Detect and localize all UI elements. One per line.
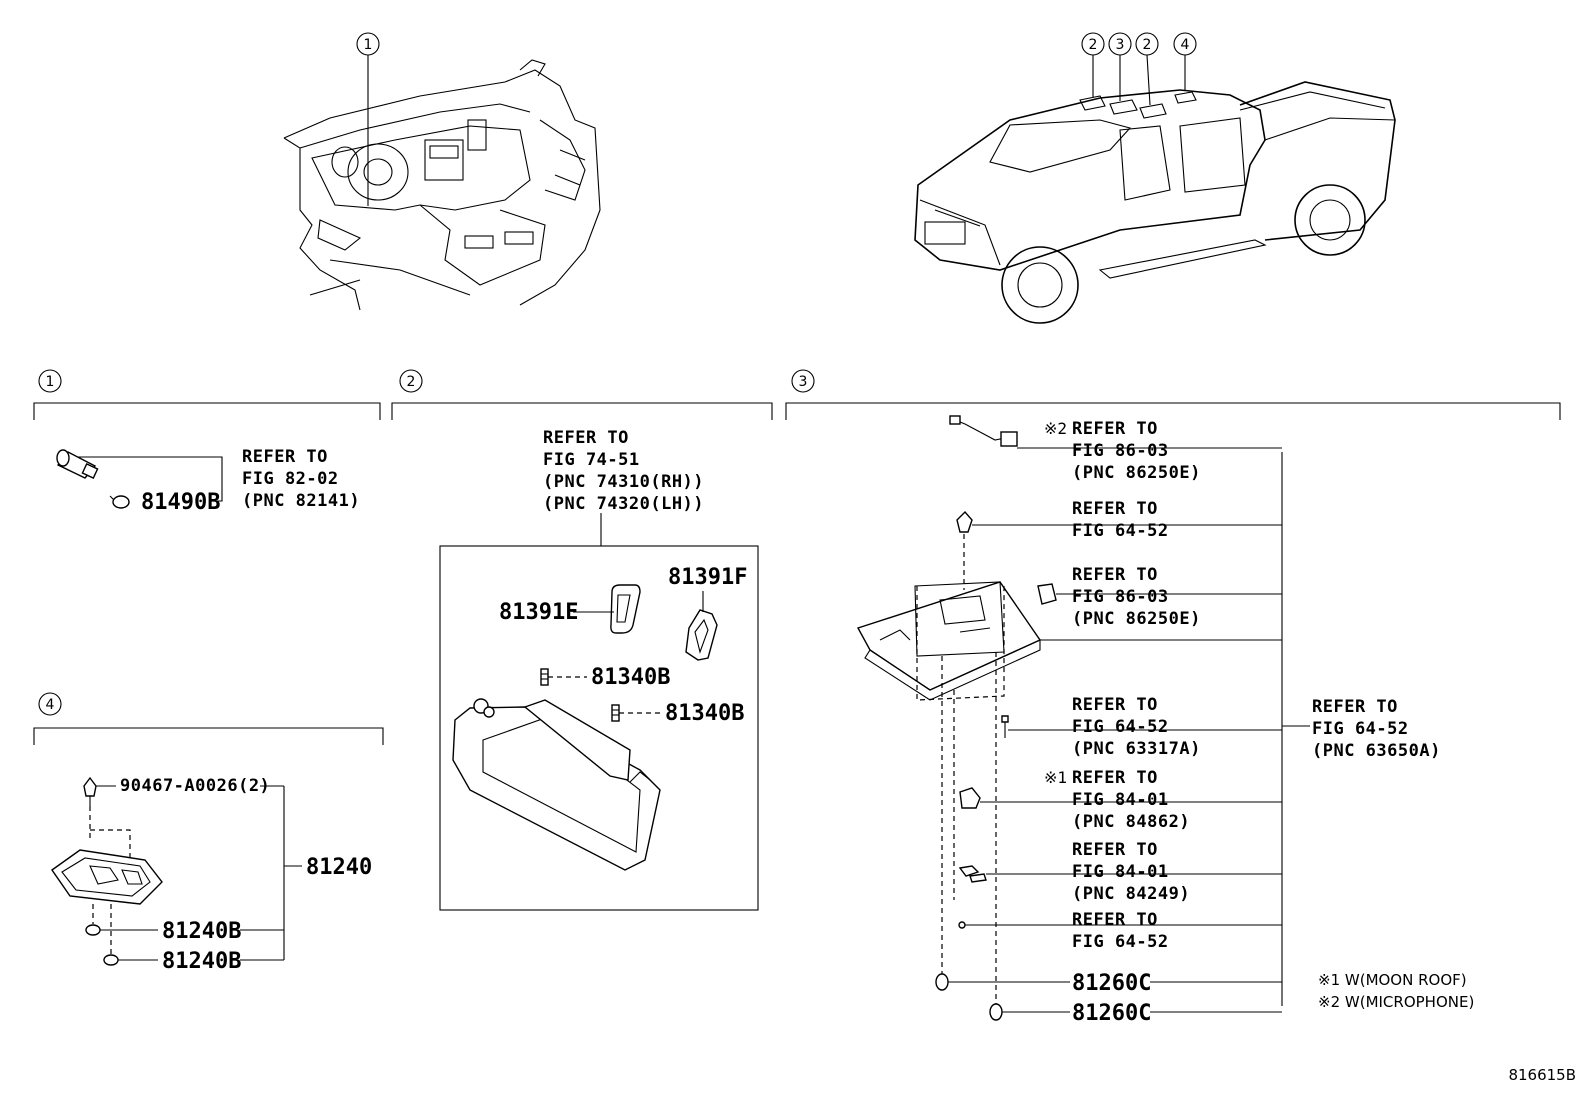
- section-2: REFER TO FIG 74-51 (PNC 74310(RH)) (PNC …: [439, 428, 759, 911]
- interior-illustration: 1: [283, 32, 601, 311]
- visor-clip-f-icon: [685, 609, 718, 661]
- refer-2-line-4: (PNC 74320(LH)): [543, 494, 704, 514]
- section-3: REFER TO FIG 64-52 (PNC 63650A) ※2 REFER…: [856, 415, 1474, 1026]
- interior-lamp-icon: [51, 849, 163, 905]
- section-badge-2: 2: [407, 374, 416, 390]
- part-81240: 81240: [306, 855, 372, 880]
- part-81260C-b: 81260C: [1072, 1001, 1151, 1026]
- bulb-icon: [935, 973, 949, 991]
- refer-3a-line-3: (PNC 86250E): [1072, 463, 1201, 483]
- bulb-icon: [85, 924, 101, 936]
- refer-3d-line-3: (PNC 63317A): [1072, 739, 1201, 759]
- note-moon-roof: ※1 W(MOON ROOF): [1318, 971, 1467, 989]
- sun-visor-box: [439, 545, 759, 911]
- refer-3d-line-2: FIG 64-52: [1072, 717, 1169, 737]
- screw-icon: [540, 668, 549, 686]
- refer-3e-line-2: FIG 84-01: [1072, 790, 1169, 810]
- refer-3g-line-2: FIG 64-52: [1072, 932, 1169, 952]
- part-81240B-b: 81240B: [162, 949, 241, 974]
- refer-1-line-1: REFER TO: [242, 447, 328, 467]
- pin-icon: [958, 921, 966, 929]
- refer-3a-mark: ※2: [1044, 419, 1067, 438]
- clip-icon: [83, 776, 97, 797]
- assembly-refer-line-1: REFER TO: [1312, 697, 1398, 717]
- section-headers: 1 2 3 4: [33, 369, 1561, 745]
- part-81240B-a: 81240B: [162, 919, 241, 944]
- callout-truck-2a: 2: [1089, 37, 1098, 53]
- part-81340B-a: 81340B: [591, 665, 670, 690]
- refer-3c-line-3: (PNC 86250E): [1072, 609, 1201, 629]
- refer-2-line-1: REFER TO: [543, 428, 629, 448]
- refer-3c-line-1: REFER TO: [1072, 565, 1158, 585]
- part-81391F: 81391F: [668, 565, 747, 590]
- callout-interior-1: 1: [364, 37, 373, 53]
- refer-3f-line-3: (PNC 84249): [1072, 884, 1190, 904]
- diagram-code: 816615B: [1508, 1066, 1576, 1084]
- part-81490B: 81490B: [141, 490, 220, 515]
- refer-3e-mark: ※1: [1044, 768, 1067, 787]
- assembly-refer-line-2: FIG 64-52: [1312, 719, 1409, 739]
- refer-1-line-3: (PNC 82141): [242, 491, 360, 511]
- callout-truck-3: 3: [1116, 37, 1125, 53]
- callout-truck-4: 4: [1181, 37, 1190, 53]
- refer-3f-line-2: FIG 84-01: [1072, 862, 1169, 882]
- wire-clip-icon: [969, 873, 987, 883]
- callout-truck-2b: 2: [1143, 37, 1152, 53]
- screw-icon: [1001, 715, 1009, 723]
- truck-illustration: 2 3 2 4: [914, 32, 1396, 324]
- bulb-icon: [103, 954, 119, 966]
- connector-icon: [1037, 583, 1057, 605]
- clip-icon: [956, 510, 973, 533]
- bulb-part-icon: [112, 495, 130, 509]
- refer-3e-line-1: REFER TO: [1072, 768, 1158, 788]
- refer-3f-line-1: REFER TO: [1072, 840, 1158, 860]
- section-badge-4: 4: [46, 697, 55, 713]
- refer-3b-line-2: FIG 64-52: [1072, 521, 1169, 541]
- refer-3a-line-2: FIG 86-03: [1072, 441, 1169, 461]
- note-microphone: ※2 W(MICROPHONE): [1318, 993, 1474, 1011]
- section-1: 81490B REFER TO FIG 82-02 (PNC 82141): [56, 447, 360, 515]
- part-81340B-b: 81340B: [665, 701, 744, 726]
- refer-2-line-2: FIG 74-51: [543, 450, 640, 470]
- refer-1-line-2: FIG 82-02: [242, 469, 339, 489]
- refer-3g-line-1: REFER TO: [1072, 910, 1158, 930]
- microphone-icon: [1000, 431, 1018, 447]
- part-81391E: 81391E: [499, 600, 578, 625]
- section-badge-3: 3: [799, 374, 808, 390]
- part-90467-A0026: 90467-A0026(2): [120, 776, 270, 796]
- section-badge-1: 1: [46, 374, 55, 390]
- bulb-icon: [989, 1003, 1003, 1021]
- section-4: 90467-A0026(2) 81240 81240B 81240B: [51, 776, 372, 974]
- visor-clip-e-icon: [610, 584, 641, 634]
- overhead-console-icon: [856, 581, 1042, 691]
- refer-3c-line-2: FIG 86-03: [1072, 587, 1169, 607]
- refer-3b-line-1: REFER TO: [1072, 499, 1158, 519]
- refer-3d-line-1: REFER TO: [1072, 695, 1158, 715]
- refer-3a-line-1: REFER TO: [1072, 419, 1158, 439]
- screw-icon: [611, 704, 620, 722]
- sun-visor-icon: [452, 706, 661, 871]
- part-81260C-a: 81260C: [1072, 971, 1151, 996]
- refer-2-line-3: (PNC 74310(RH)): [543, 472, 704, 492]
- assembly-refer-line-3: (PNC 63650A): [1312, 741, 1441, 761]
- refer-3e-line-3: (PNC 84862): [1072, 812, 1190, 832]
- moon-roof-switch-icon: [959, 787, 981, 809]
